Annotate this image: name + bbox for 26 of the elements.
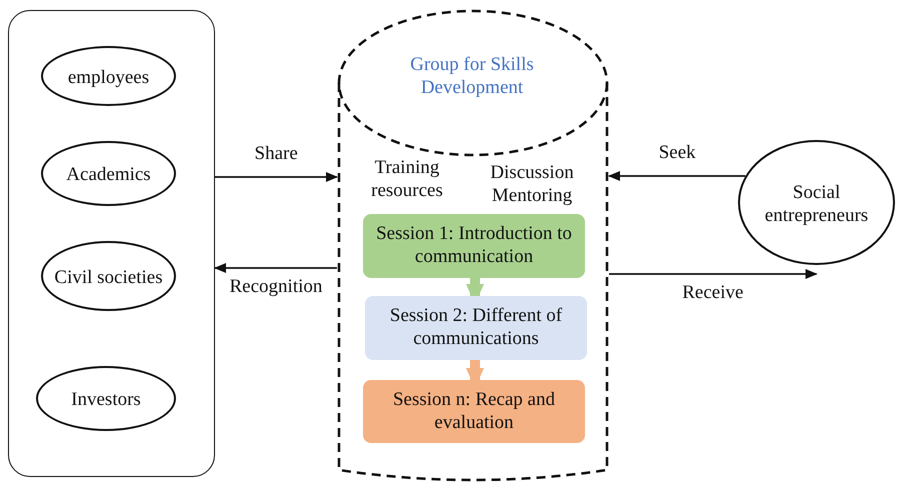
- cylinder-title: Group for Skills Development: [409, 53, 535, 100]
- node-label: Session 1: Introduction to communication: [375, 222, 573, 269]
- node-label: Investors: [70, 388, 142, 412]
- cylinder-text: Discussion Mentoring: [489, 161, 575, 208]
- node-label: Session 2: Different of communications: [388, 304, 564, 351]
- stakeholder-ellipse: [36, 366, 176, 431]
- node-label: employees: [66, 66, 150, 90]
- session-box: [365, 296, 587, 360]
- node-label: Civil societies: [53, 266, 164, 290]
- session-box: [363, 380, 585, 443]
- arrow: [214, 263, 337, 273]
- stakeholder-ellipse: [41, 141, 176, 206]
- edge-label: Recognition: [228, 276, 324, 298]
- node-label: Session n: Recap and evaluation: [392, 388, 556, 434]
- arrow: [609, 269, 818, 279]
- node-label: Social entrepreneurs: [764, 180, 870, 228]
- stakeholder-ellipse: [41, 46, 176, 106]
- node-label: Academics: [65, 163, 152, 188]
- stakeholder-ellipse: [41, 241, 176, 311]
- stakeholder-ellipse: [738, 140, 895, 265]
- session-box: [363, 214, 585, 278]
- cylinder-text: Training resources: [370, 156, 444, 203]
- arrow: [215, 172, 338, 182]
- dashed-cylinder: [337, 10, 609, 482]
- arrow: [608, 171, 746, 181]
- group-box: [8, 10, 215, 477]
